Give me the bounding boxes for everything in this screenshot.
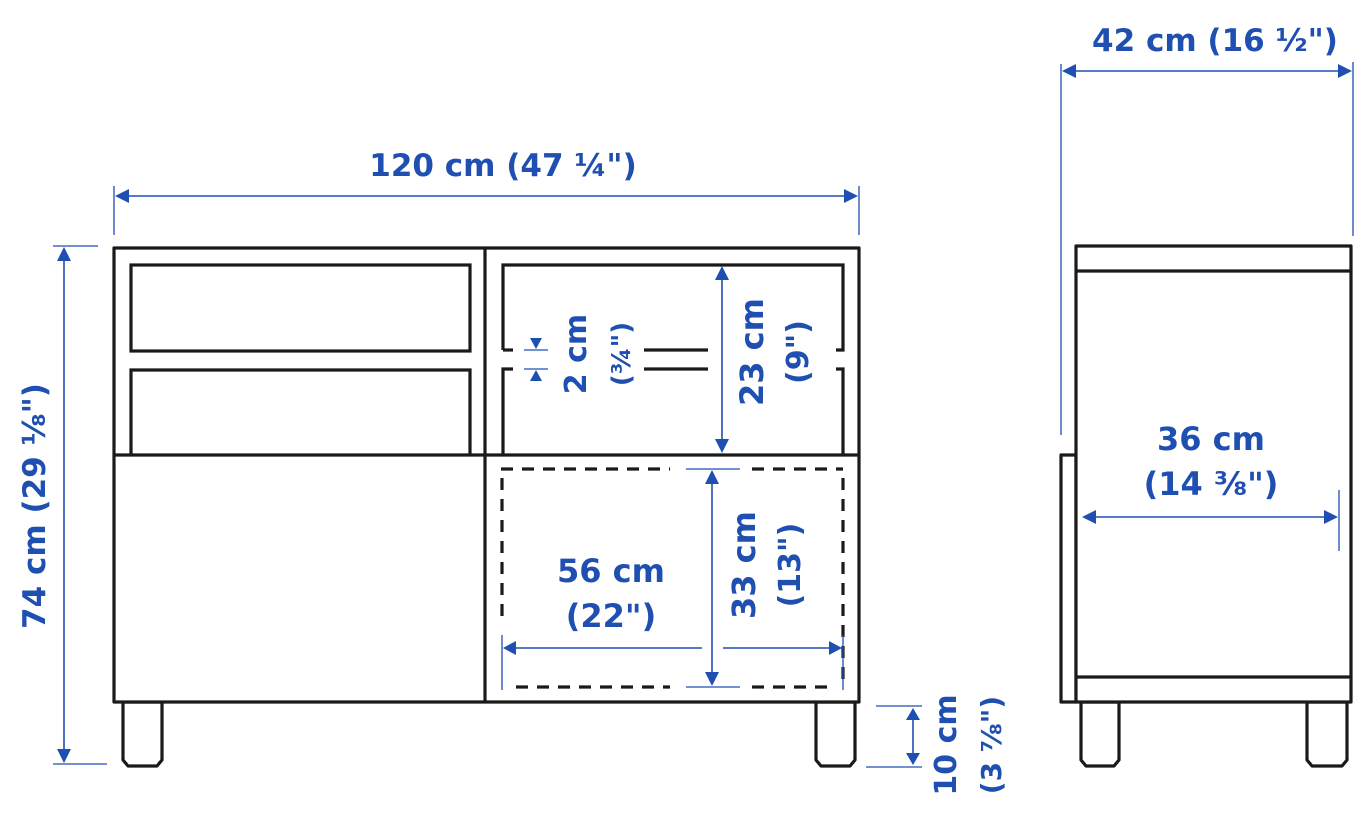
arrow-up-icon xyxy=(705,470,719,484)
inner-depth-cm-label: 36 cm xyxy=(1157,420,1265,458)
dimension-inner-width: 56 cm (22") xyxy=(501,552,844,690)
dimension-inner-height: 33 cm (13") xyxy=(686,468,808,688)
front-view xyxy=(112,246,861,768)
arrow-left-icon xyxy=(115,189,129,203)
arrow-right-icon xyxy=(1338,64,1352,78)
compartment-height-in-label: (9") xyxy=(781,320,816,384)
arrow-up-icon xyxy=(906,708,920,720)
inner-depth-in-label: (14 ⅜") xyxy=(1144,465,1279,503)
arrow-down-icon xyxy=(705,672,719,686)
front-width-label: 120 cm (47 ¼") xyxy=(369,148,636,184)
arrow-down-icon xyxy=(715,439,729,453)
inner-width-cm-label: 56 cm xyxy=(557,552,665,590)
right-compartment-lower-frame xyxy=(501,367,513,455)
side-view xyxy=(1059,244,1353,768)
front-height-label: 74 cm (29 ⅛") xyxy=(17,383,53,629)
leg-height-in-label: (3 ⅞") xyxy=(975,696,1008,794)
front-right-leg xyxy=(814,700,857,768)
right-compartment-upper-frame xyxy=(501,263,845,352)
compartment-height-cm-label: 23 cm xyxy=(733,298,771,406)
arrow-right-icon xyxy=(844,189,858,203)
side-right-leg xyxy=(1305,700,1349,768)
arrow-down-icon xyxy=(530,338,542,349)
shelf-thickness-cm-label: 2 cm xyxy=(559,314,594,394)
left-bottom-drawer xyxy=(129,368,472,455)
side-depth-label: 42 cm (16 ½") xyxy=(1092,23,1338,59)
left-top-drawer xyxy=(129,263,472,353)
dimension-shelf-thickness: 2 cm (¾") xyxy=(524,314,637,394)
arrow-down-icon xyxy=(57,749,71,763)
front-left-leg xyxy=(121,700,164,768)
inner-height-cm-label: 33 cm xyxy=(725,511,763,619)
inner-width-in-label: (22") xyxy=(566,597,656,635)
dimension-leg-height: 10 cm (3 ⅞") xyxy=(866,694,1008,796)
arrow-left-icon xyxy=(503,641,516,655)
right-compartment-lower-frame-right xyxy=(836,367,845,455)
leg-height-cm-label: 10 cm xyxy=(929,694,964,795)
arrow-left-icon xyxy=(1082,510,1096,524)
arrow-right-icon xyxy=(1324,510,1338,524)
left-door xyxy=(116,457,483,700)
arrow-up-icon xyxy=(715,266,729,280)
arrow-left-icon xyxy=(1062,64,1076,78)
arrow-down-icon xyxy=(906,753,920,765)
side-door-profile xyxy=(1059,453,1078,704)
shelf-thickness-in-label: (¾") xyxy=(607,322,637,386)
dimension-front-width: 120 cm (47 ¼") xyxy=(113,148,860,235)
dimension-inner-depth: 36 cm (14 ⅜") xyxy=(1082,420,1340,551)
inner-height-in-label: (13") xyxy=(773,523,808,608)
side-left-leg xyxy=(1079,700,1121,768)
side-body xyxy=(1074,244,1353,704)
dimension-compartment-height: 23 cm (9") xyxy=(715,266,816,453)
dimension-front-height: 74 cm (29 ⅛") xyxy=(17,245,107,765)
arrow-up-icon xyxy=(530,370,542,381)
dimension-side-depth: 42 cm (16 ½") xyxy=(1060,23,1354,435)
arrow-right-icon xyxy=(829,641,842,655)
arrow-up-icon xyxy=(57,247,71,261)
